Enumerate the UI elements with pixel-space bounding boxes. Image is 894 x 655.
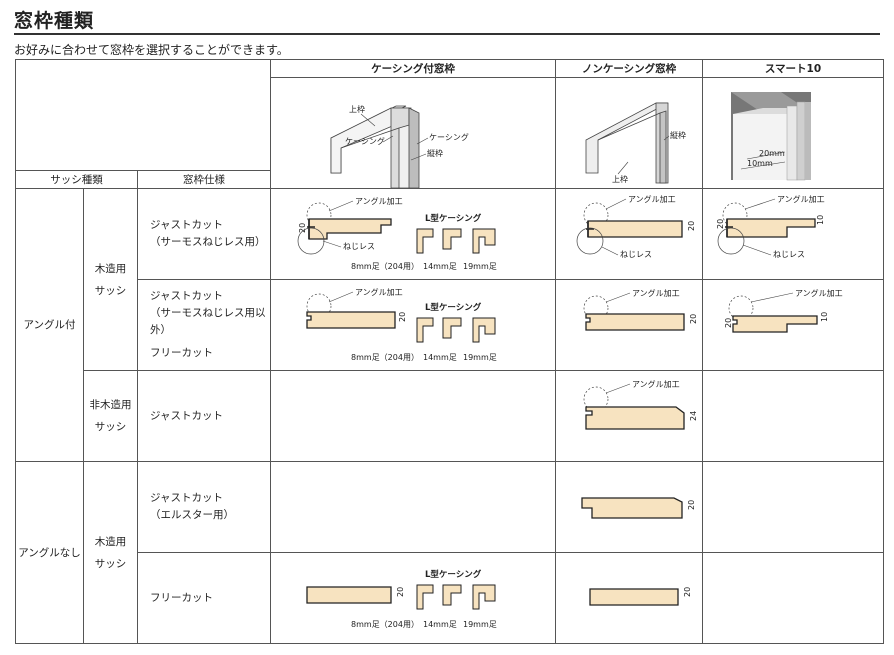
smart10-elstar-empty bbox=[702, 461, 884, 553]
page-title: 窓枠種類 bbox=[14, 10, 95, 32]
dim-10-s2: 10 bbox=[820, 312, 829, 322]
smart10-frame-photo: 20mm 10mm bbox=[702, 77, 884, 189]
label-casing-right: ケーシング bbox=[429, 132, 469, 142]
corner-cell bbox=[15, 59, 271, 171]
smart10-justcut-other-diagram: アングル加工 20 10 bbox=[702, 279, 884, 371]
dim-10-s1: 10 bbox=[816, 215, 825, 225]
label-screwless-nc: ねじレス bbox=[620, 250, 652, 259]
label-side-frame-nc: 縦枠 bbox=[670, 130, 686, 140]
spec-freecut: フリーカット bbox=[150, 347, 213, 359]
label-foot8: 8mm足（204用） bbox=[351, 262, 419, 271]
label-foot19-r2: 19mm足 bbox=[463, 353, 497, 362]
noncasing-elstar-diagram: 20 bbox=[555, 461, 703, 553]
spec-justcut-nonwood: ジャストカット bbox=[137, 370, 271, 462]
casing-nonwood-empty bbox=[270, 370, 556, 462]
title-rule bbox=[14, 33, 880, 35]
label-foot19: 19mm足 bbox=[463, 262, 497, 271]
label-angle-r2: アングル加工 bbox=[355, 287, 403, 297]
label-foot19-r5: 19mm足 bbox=[463, 620, 497, 629]
noncasing-justcut-screwless-diagram: アングル加工 20 ねじレス bbox=[555, 188, 703, 280]
dim-20-nc1: 20 bbox=[687, 221, 696, 231]
label-10mm: 10mm bbox=[747, 159, 773, 168]
label-l-casing-r5: L型ケーシング bbox=[425, 569, 482, 580]
smart10-nonwood-empty bbox=[702, 370, 884, 462]
label-l-casing: L型ケーシング bbox=[425, 213, 482, 224]
spec-justcut-other-freecut: ジャストカット （サーモスねじレス用以外） フリーカット bbox=[137, 279, 271, 371]
label-angle-nc2: アングル加工 bbox=[632, 288, 680, 298]
label-screwless-s1: ねじレス bbox=[773, 250, 805, 259]
noncasing-justcut-other-diagram: アングル加工 20 bbox=[555, 279, 703, 371]
dim-20-nc2: 20 bbox=[689, 314, 698, 324]
label-screwless: ねじレス bbox=[343, 242, 375, 251]
casing-frame-illustration: 上枠 ケーシング ケーシング 縦枠 bbox=[270, 77, 556, 189]
label-top-frame-nc: 上枠 bbox=[612, 174, 628, 184]
smart10-justcut-screwless-diagram: アングル加工 20 10 ねじレス bbox=[702, 188, 884, 280]
label-l-casing-r2: L型ケーシング bbox=[425, 302, 482, 313]
label-casing-left: ケーシング bbox=[345, 136, 385, 146]
window-frame-table: ケーシング付窓枠 ノンケーシング窓枠 スマート10 上枠 ケーシング ケーシング… bbox=[15, 59, 884, 644]
sash-wood-2: 木造用 サッシ bbox=[83, 461, 138, 644]
dim-20-r5: 20 bbox=[396, 587, 405, 597]
label-foot14-r2: 14mm足 bbox=[423, 353, 457, 362]
group-angle-off: アングルなし bbox=[15, 461, 84, 644]
col-header-casing: ケーシング付窓枠 bbox=[270, 59, 556, 78]
dim-20-s1: 20 bbox=[716, 219, 725, 229]
dim-20-r2: 20 bbox=[398, 312, 407, 322]
label-foot14-r5: 14mm足 bbox=[423, 620, 457, 629]
sash-nonwood: 非木造用 サッシ bbox=[83, 370, 138, 462]
spec-freecut-2: フリーカット bbox=[137, 552, 271, 644]
label-angle-s2: アングル加工 bbox=[795, 288, 843, 298]
label-angle-nc1: アングル加工 bbox=[628, 194, 676, 204]
label-angle-s1: アングル加工 bbox=[777, 194, 825, 204]
label-foot8-r2: 8mm足（204用） bbox=[351, 353, 419, 362]
spec-justcut-screwless: ジャストカット （サーモスねじレス用） bbox=[137, 188, 271, 280]
dim-24-nc3: 24 bbox=[689, 411, 698, 421]
page-subtitle: お好みに合わせて窓枠を選択することができます。 bbox=[14, 43, 289, 57]
noncasing-freecut-diagram: 20 bbox=[555, 552, 703, 644]
casing-freecut-diagram: 20 L型ケーシング 8mm足（204用） 14mm足 19mm足 bbox=[270, 552, 556, 644]
spec-justcut-elstar: ジャストカット （エルスター用） bbox=[137, 461, 271, 553]
row-header-spec: 窓枠仕様 bbox=[137, 169, 271, 189]
row-header-sash: サッシ種類 bbox=[15, 169, 138, 189]
label-foot8-r5: 8mm足（204用） bbox=[351, 620, 419, 629]
col-header-smart10: スマート10 bbox=[702, 59, 884, 78]
label-20mm: 20mm bbox=[759, 149, 785, 158]
noncasing-frame-illustration: 縦枠 上枠 bbox=[555, 77, 703, 189]
dim-20-nc4: 20 bbox=[687, 500, 696, 510]
casing-justcut-other-diagram: アングル加工 20 L型ケーシング 8mm足（204用） 14mm足 19mm足 bbox=[270, 279, 556, 371]
noncasing-nonwood-diagram: アングル加工 24 bbox=[555, 370, 703, 462]
label-side-frame: 縦枠 bbox=[427, 148, 443, 158]
casing-justcut-screwless-diagram: アングル加工 20 ねじレス L型ケーシング 8mm足（204用） 14mm足 … bbox=[270, 188, 556, 280]
dim-20-nc5: 20 bbox=[683, 587, 692, 597]
col-header-noncasing: ノンケーシング窓枠 bbox=[555, 59, 703, 78]
label-top-frame: 上枠 bbox=[349, 104, 365, 114]
label-foot14: 14mm足 bbox=[423, 262, 457, 271]
group-angle-on: アングル付 bbox=[15, 188, 84, 462]
label-angle-nc3: アングル加工 bbox=[632, 379, 680, 389]
spec-justcut-other: ジャストカット （サーモスねじレス用以外） bbox=[150, 290, 266, 336]
smart10-freecut-empty bbox=[702, 552, 884, 644]
casing-elstar-empty bbox=[270, 461, 556, 553]
dim-20-s2: 20 bbox=[724, 318, 733, 328]
label-angle: アングル加工 bbox=[355, 196, 403, 206]
dim-20: 20 bbox=[298, 223, 307, 233]
sash-wood: 木造用 サッシ bbox=[83, 188, 138, 371]
